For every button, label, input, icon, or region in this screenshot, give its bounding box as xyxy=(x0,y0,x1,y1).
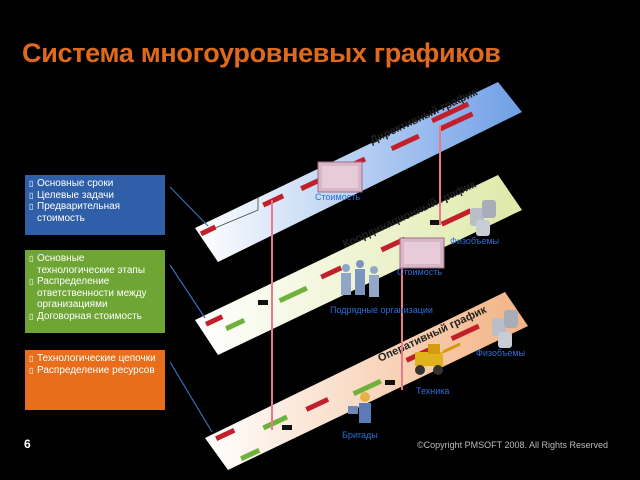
page-number: 6 xyxy=(24,437,31,451)
box-item: Договорная стоимость xyxy=(29,311,161,323)
volumes-label: Физобъемы xyxy=(450,236,499,246)
box-item: Предварительная стоимость xyxy=(29,201,161,224)
cost-label: Стоимость xyxy=(397,267,442,277)
box-item: Распределение ответственности между орга… xyxy=(29,276,161,311)
barrels-icon xyxy=(470,200,496,236)
copyright: ©Copyright PMSOFT 2008. All Rights Reser… xyxy=(417,440,609,450)
money-icon xyxy=(317,161,363,193)
operational-info-box: Технологические цепочки Распределение ре… xyxy=(25,350,165,410)
contractors-label: Подрядные организации xyxy=(330,305,433,315)
pointer-line xyxy=(169,361,213,433)
machinery-label: Техника xyxy=(416,386,449,396)
box-item: Технологические цепочки xyxy=(29,353,161,365)
excavator-icon xyxy=(415,342,461,375)
box-item: Основные сроки xyxy=(29,178,161,190)
people-icon xyxy=(341,260,379,297)
page-title: Система многоуровневых графиков xyxy=(22,38,501,68)
crews-label: Бригады xyxy=(342,430,378,440)
cost-label: Стоимость xyxy=(315,192,360,202)
box-item: Целевые задачи xyxy=(29,190,161,202)
box-item: Распределение ресурсов xyxy=(29,365,161,377)
barrels-icon xyxy=(492,310,518,348)
coordination-info-box: Основные технологические этапы Распредел… xyxy=(25,250,165,333)
directive-info-box: Основные сроки Целевые задачи Предварите… xyxy=(25,175,165,235)
worker-icon xyxy=(348,392,371,423)
pointer-line xyxy=(169,186,209,227)
pointer-line xyxy=(169,264,206,319)
box-item: Основные технологические этапы xyxy=(29,253,161,276)
connectors xyxy=(271,125,441,430)
volumes-label: Физобъемы xyxy=(476,348,525,358)
money-icon xyxy=(399,237,445,269)
